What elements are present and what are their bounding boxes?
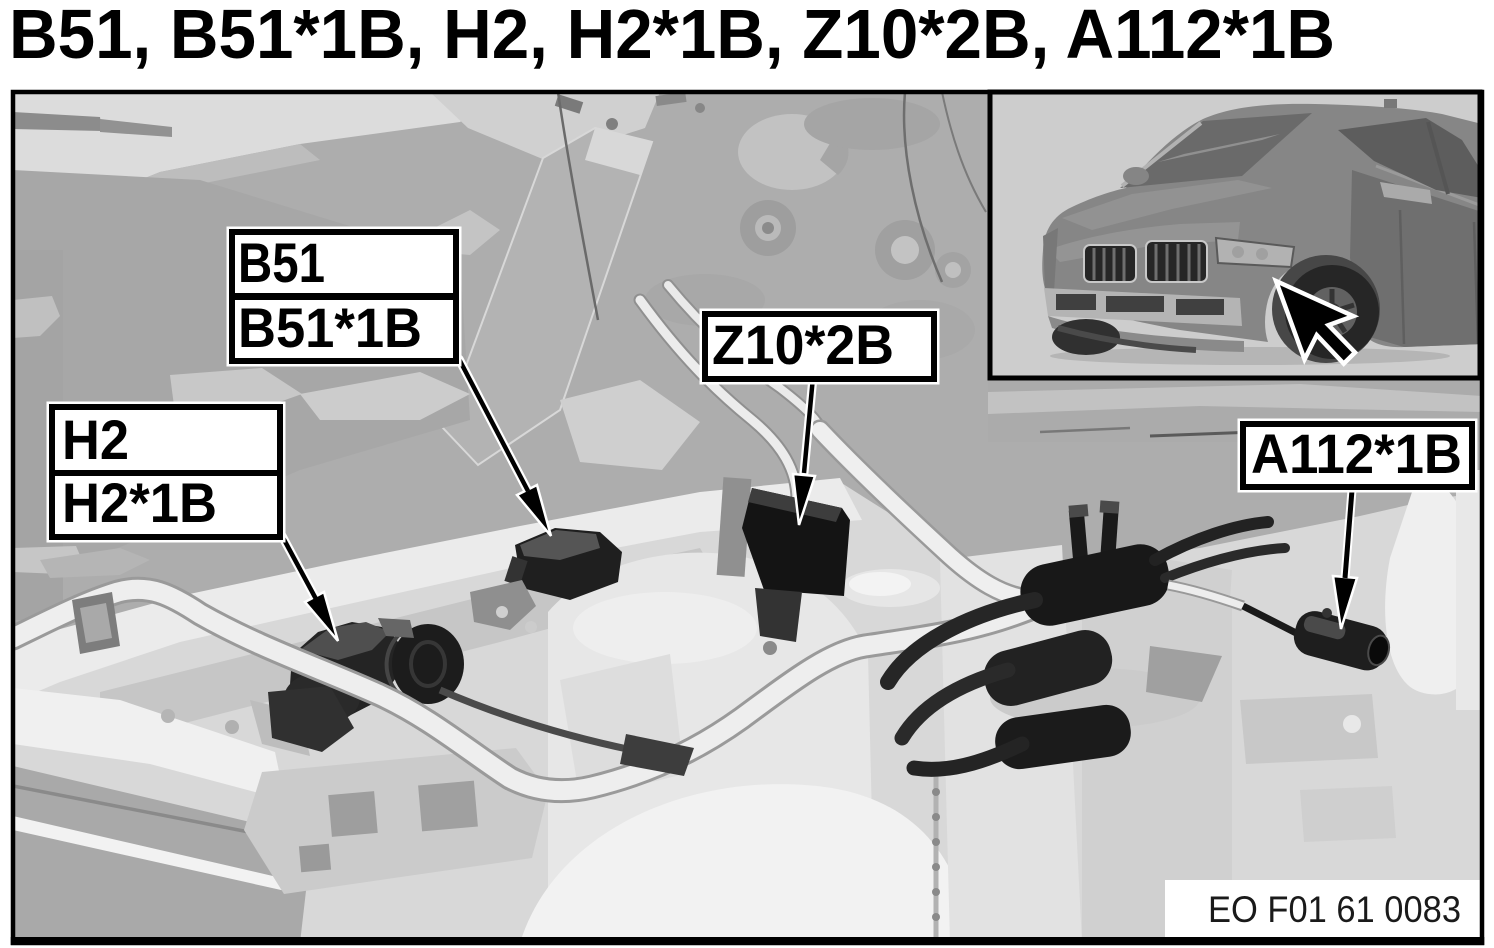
svg-text:EO F01 61 0083: EO F01 61 0083 [1208, 889, 1461, 930]
svg-text:Z10*2B: Z10*2B [712, 313, 894, 376]
svg-text:H2: H2 [62, 408, 129, 471]
svg-text:B51: B51 [238, 231, 325, 294]
svg-text:H2*1B: H2*1B [62, 471, 217, 534]
svg-text:B51*1B: B51*1B [238, 296, 422, 359]
svg-text:B51, B51*1B, H2, H2*1B, Z10*2B: B51, B51*1B, H2, H2*1B, Z10*2B, A112*1B [9, 0, 1335, 73]
svg-text:A112*1B: A112*1B [1251, 422, 1462, 485]
